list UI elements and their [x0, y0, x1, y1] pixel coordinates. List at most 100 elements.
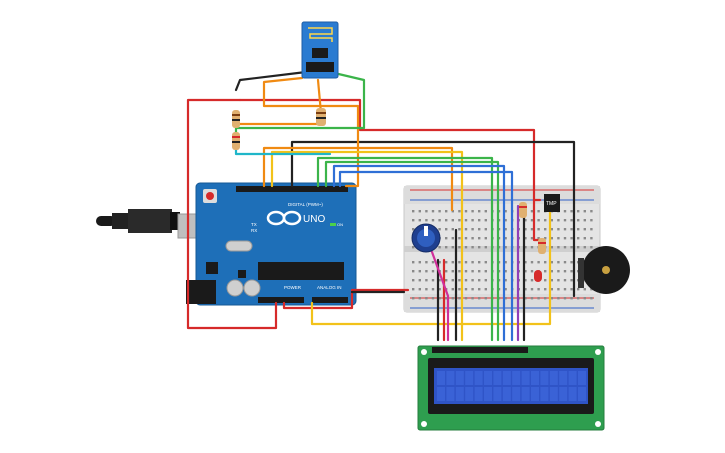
wire-blue-1	[332, 164, 506, 342]
breadboard-hole	[412, 261, 415, 264]
breadboard-hole	[464, 261, 468, 264]
breadboard-hole	[583, 297, 586, 300]
breadboard-hole	[530, 237, 534, 240]
wire-green-esp	[234, 70, 366, 152]
breadboard-hole	[544, 219, 547, 222]
breadboard-hole	[445, 261, 448, 264]
tx-label: TX	[251, 222, 257, 227]
temperature-sensor[interactable]: TMP	[544, 194, 560, 212]
breadboard-hole	[478, 279, 481, 282]
lcd-character-cell	[559, 387, 568, 401]
breadboard-hole	[438, 279, 441, 282]
breadboard-hole	[471, 279, 474, 282]
breadboard-hole	[563, 246, 567, 249]
esp8266-icon[interactable]	[301, 21, 339, 79]
breadboard-hole	[418, 279, 421, 282]
breadboard-hole	[563, 297, 567, 300]
usb-cable-icon[interactable]	[96, 209, 209, 239]
breadboard-hole	[504, 228, 507, 231]
lcd-character-cell	[455, 387, 464, 401]
breadboard-hole	[590, 288, 593, 291]
wire-orange-2	[262, 146, 454, 212]
breadboard-hole	[478, 270, 481, 273]
breadboard-hole	[524, 246, 527, 249]
analog-header[interactable]	[312, 297, 348, 303]
breadboard-hole	[478, 246, 481, 249]
breadboard-hole	[583, 246, 586, 249]
breadboard-hole	[484, 246, 487, 249]
breadboard-hole	[425, 279, 428, 282]
buzzer-icon[interactable]	[578, 246, 630, 294]
resistor-breadboard-1[interactable]	[519, 202, 527, 218]
breadboard-hole	[464, 288, 468, 291]
breadboard-hole	[471, 261, 474, 264]
breadboard-hole	[418, 261, 421, 264]
lcd-character-cell	[484, 387, 492, 401]
resistor-breadboard-2[interactable]	[538, 238, 546, 254]
breadboard-hole	[425, 270, 428, 273]
breadboard-hole	[418, 219, 421, 222]
breadboard-hole	[524, 279, 527, 282]
breadboard-hole	[464, 228, 468, 231]
breadboard-hole	[544, 288, 547, 291]
breadboard-hole	[524, 297, 527, 300]
breadboard-hole	[530, 246, 534, 249]
atmega-chip	[258, 262, 344, 280]
on-led	[330, 223, 336, 226]
on-label: ON	[337, 222, 343, 227]
breadboard-hole	[570, 228, 573, 231]
breadboard-hole	[484, 219, 487, 222]
resistor-2[interactable]	[232, 132, 240, 150]
breadboard-hole	[464, 219, 468, 222]
lcd-display	[417, 345, 605, 431]
breadboard-hole	[590, 219, 593, 222]
wires	[186, 70, 576, 342]
wire-yellow-1	[270, 150, 464, 342]
breadboard-hole	[471, 210, 474, 213]
breadboard-hole	[563, 288, 567, 291]
breadboard-hole	[451, 279, 454, 282]
red-led-icon[interactable]	[534, 270, 542, 282]
breadboard-hole	[570, 219, 573, 222]
lcd-character-cell	[484, 371, 492, 385]
lcd-character-cell	[549, 387, 558, 401]
breadboard-hole	[471, 288, 474, 291]
breadboard-hole	[451, 270, 454, 273]
potentiometer-icon[interactable]	[411, 223, 441, 253]
breadboard-hole	[425, 219, 428, 222]
breadboard-hole	[478, 210, 481, 213]
breadboard-hole	[563, 279, 567, 282]
breadboard-hole	[445, 228, 448, 231]
breadboard-hole	[418, 297, 421, 300]
resistor-3[interactable]	[316, 108, 326, 126]
breadboard-hole	[412, 246, 415, 249]
digital-header[interactable]	[236, 186, 348, 192]
breadboard-hole	[484, 270, 487, 273]
breadboard-hole	[451, 210, 454, 213]
breadboard-hole	[550, 228, 553, 231]
breadboard-hole	[524, 261, 527, 264]
breadboard-hole	[583, 288, 586, 291]
breadboard-hole	[431, 279, 435, 282]
breadboard-hole	[431, 297, 435, 300]
lcd-pin-header[interactable]	[432, 347, 528, 353]
lcd-character-cell	[455, 371, 464, 385]
breadboard-hole	[544, 237, 547, 240]
breadboard-hole	[471, 219, 474, 222]
breadboard-hole	[464, 237, 468, 240]
breadboard-hole	[484, 237, 487, 240]
power-header[interactable]	[258, 297, 304, 303]
breadboard-hole	[504, 246, 507, 249]
lcd-character-cell	[568, 387, 577, 401]
breadboard-hole	[557, 270, 560, 273]
breadboard-hole	[570, 210, 573, 213]
power-jack-icon[interactable]	[186, 280, 216, 304]
breadboard-hole	[504, 288, 507, 291]
breadboard-hole	[557, 279, 560, 282]
breadboard-hole	[451, 288, 454, 291]
breadboard-hole	[537, 237, 540, 240]
breadboard-hole	[524, 228, 527, 231]
breadboard-hole	[504, 297, 507, 300]
breadboard-hole	[412, 297, 415, 300]
resistor-1[interactable]	[232, 110, 240, 128]
